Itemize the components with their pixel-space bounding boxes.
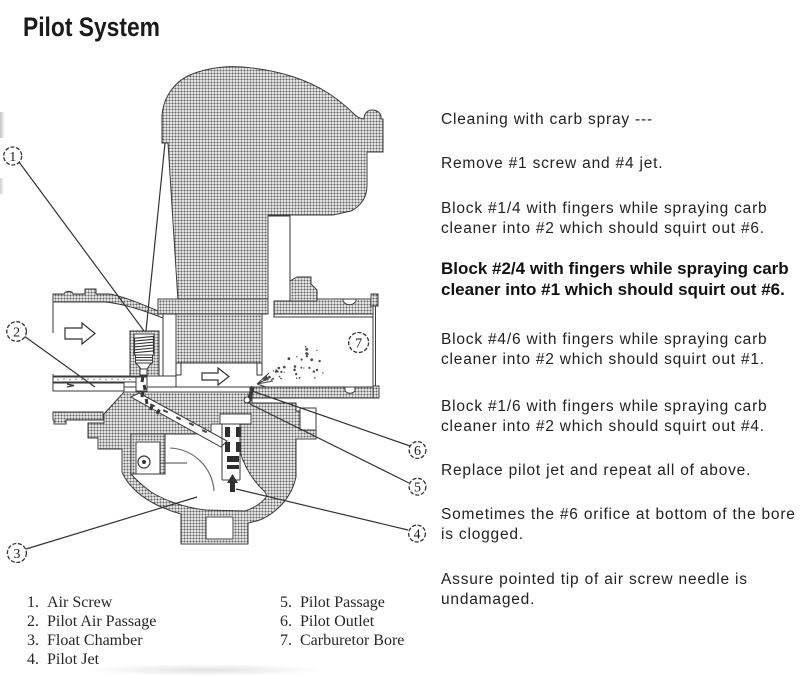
svg-text:7: 7 xyxy=(355,337,362,352)
svg-text:3: 3 xyxy=(13,547,20,562)
svg-text:2: 2 xyxy=(13,326,20,341)
svg-text:1: 1 xyxy=(9,150,16,165)
svg-text:4: 4 xyxy=(414,528,421,543)
svg-text:6: 6 xyxy=(414,444,421,459)
svg-text:5: 5 xyxy=(414,481,421,496)
